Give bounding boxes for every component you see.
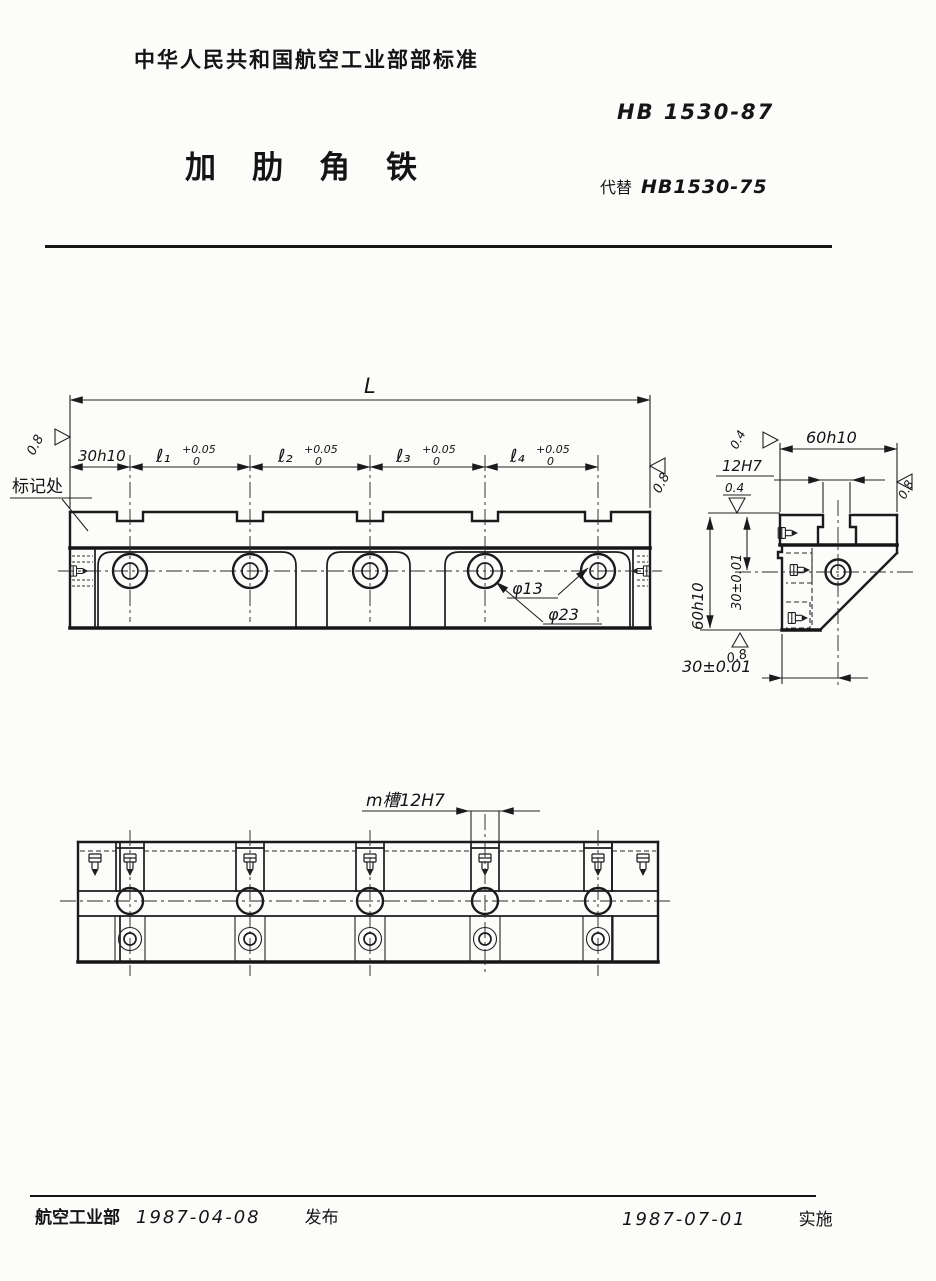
- counterbored-hole: [237, 926, 263, 952]
- through-hole: [235, 886, 265, 916]
- thread-symbol: [88, 853, 102, 877]
- slot-edges: [115, 841, 145, 892]
- page-title: 加肋角铁: [185, 150, 453, 186]
- dim-label-30-horiz: 30±0.01: [682, 657, 751, 676]
- through-hole: [470, 886, 500, 916]
- hole-dia-label: φ13: [512, 579, 543, 598]
- front-view: L 30h10 ℓ₁ +0.05 0 ℓ₂ +0.05 0 ℓ₃ +0.05 0…: [10, 374, 673, 630]
- roughness-mark-side-right: 0.8: [895, 473, 917, 501]
- tol-upper-l3: +0.05: [422, 443, 456, 456]
- footer-rule: [30, 1195, 816, 1197]
- slot-edges: [583, 841, 613, 892]
- leader-line: [495, 581, 544, 623]
- roughness-triangle-icon: [762, 431, 780, 449]
- end-thread-section: [69, 555, 93, 587]
- roughness-mark-right: 0.8: [648, 457, 673, 496]
- roughness-triangle-icon: [731, 631, 749, 648]
- thread-symbol: [787, 612, 809, 624]
- counterbored-hole: [117, 926, 143, 952]
- release-label: 发布: [304, 1208, 339, 1228]
- rib-edges: [114, 916, 614, 962]
- tol-lower-l4: 0: [547, 455, 554, 468]
- thread-symbol: [789, 564, 811, 576]
- leader-line: [557, 567, 589, 596]
- through-hole: [355, 886, 385, 916]
- footer-implement: 1987-07-01 实施: [622, 1205, 833, 1230]
- through-hole: [115, 886, 145, 916]
- slot-band: [115, 841, 613, 892]
- dim-label-60h10-top: 60h10: [806, 428, 857, 447]
- dim-label-L: L: [364, 374, 376, 398]
- roughness-value: 0.8: [650, 471, 673, 496]
- side-view: 60h10 0.4 12H7 0.4: [682, 428, 917, 686]
- tol-upper-l2: +0.05: [304, 443, 338, 456]
- leader-line: [61, 498, 89, 532]
- rib-panel: [326, 551, 411, 628]
- dim-label-l1: ℓ₁: [155, 446, 171, 467]
- rib-panel: [97, 551, 297, 628]
- counterbore-dia-label: φ23: [548, 605, 579, 624]
- header-rule: [45, 245, 832, 248]
- slot-edges: [355, 841, 385, 892]
- dim-label-l4: ℓ₄: [509, 446, 525, 467]
- hidden-thread-outline: [786, 601, 811, 629]
- dim-label-l2: ℓ₂: [277, 446, 293, 467]
- counterbored-hole: [111, 552, 149, 590]
- dim-label-60h10-vert: 60h10: [689, 582, 707, 630]
- roughness-triangle-icon: [728, 497, 746, 515]
- marking-place-label: 标记处: [12, 477, 63, 497]
- replaces-label: 代替: [600, 178, 633, 197]
- footer-release: 航空工业部 1987-04-08 发布: [35, 1203, 339, 1228]
- replaced-standard-number: HB1530-75: [641, 176, 768, 198]
- counterbored-hole: [351, 552, 389, 590]
- roughness-value: 0.8: [24, 433, 47, 458]
- tol-upper-l1: +0.05: [182, 443, 216, 456]
- counterbored-hole: [472, 926, 498, 952]
- counterbored-hole: [357, 926, 383, 952]
- end-thread-section: [630, 555, 651, 587]
- leg-left-edge: [776, 543, 784, 632]
- implement-date: 1987-07-01: [622, 1209, 747, 1230]
- roughness-triangle-icon: [648, 457, 666, 475]
- tol-lower-l2: 0: [315, 455, 322, 468]
- bottom-view: m槽12H7: [60, 791, 672, 976]
- dim-label-l3: ℓ₃: [395, 446, 411, 467]
- roughness-mark-left: 0.8: [24, 428, 72, 458]
- slot-edges: [235, 841, 265, 892]
- replaces-note: 代替 HB1530-75: [600, 174, 768, 198]
- roughness-triangle-icon: [895, 473, 913, 491]
- release-date: 1987-04-08: [136, 1207, 261, 1228]
- implement-label: 实施: [798, 1210, 833, 1230]
- counterbored-hole: [585, 926, 611, 952]
- counterbored-hole: [231, 552, 269, 590]
- roughness-mark-bottom: 0.8: [725, 631, 749, 667]
- rib-diagonal-edge: [818, 551, 899, 632]
- roughness-value: 0.4: [725, 481, 744, 495]
- counterbored-hole: [466, 552, 504, 590]
- dim-label-30h10: 30h10: [78, 447, 126, 465]
- dim-label-30-vert: 30±0.01: [730, 554, 745, 610]
- issuer: 航空工业部: [35, 1208, 120, 1228]
- thread-symbol: [636, 853, 650, 877]
- hidden-thread-outline: [786, 552, 813, 584]
- tol-upper-l4: +0.05: [536, 443, 570, 456]
- standard-number: HB 1530-87: [617, 100, 775, 124]
- rib-panel: [444, 551, 631, 628]
- roughness-value: 0.8: [725, 647, 749, 667]
- roughness-mark-04-top: 0.4: [727, 428, 780, 451]
- tol-lower-l1: 0: [193, 455, 200, 468]
- dim-label-12H7: 12H7: [722, 457, 762, 475]
- roughness-triangle-icon: [54, 428, 72, 446]
- standard-header: 中华人民共和国航空工业部部标准: [134, 48, 479, 72]
- t-slot-profile: [778, 513, 825, 546]
- tol-lower-l3: 0: [433, 455, 440, 468]
- roughness-mark-04-slot: 0.4: [723, 481, 751, 515]
- slot-callout-label: m槽12H7: [366, 791, 445, 811]
- t-slot-profile: [848, 513, 899, 546]
- top-edge-with-slots: [68, 510, 652, 523]
- through-hole: [583, 886, 613, 916]
- roughness-value: 0.4: [727, 428, 748, 451]
